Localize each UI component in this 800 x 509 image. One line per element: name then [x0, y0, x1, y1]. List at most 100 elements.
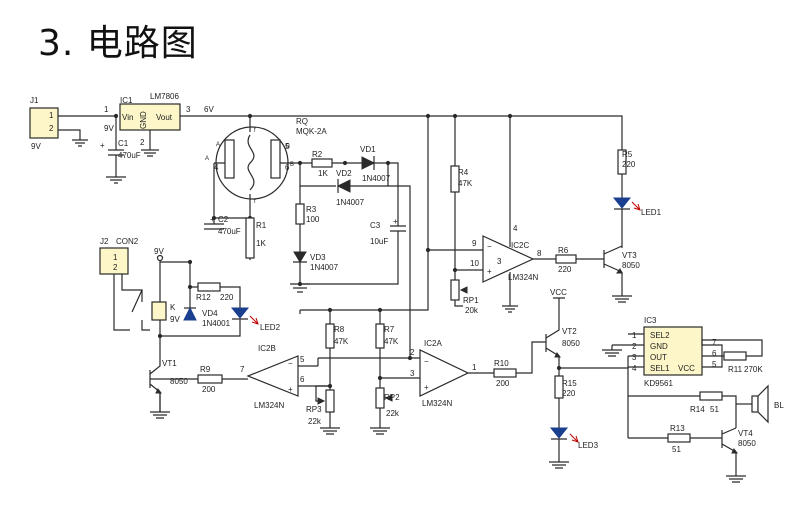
vt3-ref: VT3 — [622, 251, 637, 260]
resistor-r11: R11 270K — [723, 351, 763, 374]
ic2a-minus-sign: − — [424, 357, 429, 366]
r4-value: 47K — [458, 179, 473, 188]
transistor-vt1: VT1 8050 — [149, 359, 198, 419]
led2-label: LED2 — [260, 323, 281, 332]
resistor-r15: R15 220 — [554, 368, 577, 399]
relay-supply: 9V — [154, 247, 164, 256]
ic1-vin: Vin — [122, 113, 133, 122]
c3-plus: + — [393, 217, 398, 226]
diode-vd1: VD1 1N4007 — [360, 145, 391, 183]
pot-rp2: RP2 22k — [370, 387, 400, 435]
j2-name: CON2 — [116, 237, 139, 246]
ic2b-minus-sign: − — [288, 359, 293, 368]
ic2a-pin3: 3 — [410, 369, 415, 378]
ic2b-part: LM324N — [254, 401, 284, 410]
diode-vd2: VD2 1N4007 — [336, 169, 365, 207]
ic2b-pin6: 6 — [300, 375, 305, 384]
r14-ref: R14 — [690, 405, 705, 414]
vt1-part: 8050 — [170, 377, 188, 386]
c2-plus: + — [210, 215, 215, 224]
ic2b-pin7: 7 — [240, 365, 245, 374]
ic3-num-7: 7 — [712, 338, 717, 347]
relay-ref: K — [170, 303, 176, 312]
sound-chip-ic3: IC3 SEL2 GND OUT SEL1 VCC KD9561 1 2 3 4… — [632, 316, 717, 388]
pot-rp1: RP1 20k — [450, 270, 479, 315]
vt3-part: 8050 — [622, 261, 640, 270]
rq-node-5: 5 — [285, 142, 290, 151]
ic2c-pin8: 8 — [537, 249, 542, 258]
ic3-num-1: 1 — [632, 331, 637, 340]
vt2-ref: VT2 — [562, 327, 577, 336]
capacitor-c1: + C1 470uF — [100, 116, 141, 184]
led1: LED1 — [612, 174, 662, 248]
ic2a-ref: IC2A — [424, 339, 442, 348]
ic1-ref: IC1 — [120, 96, 133, 105]
vd4-ref: VD4 — [202, 309, 218, 318]
page-title: 3. 电路图 — [38, 23, 198, 64]
transistor-vt3: VT3 8050 — [603, 245, 640, 303]
c3-value: 10uF — [370, 237, 388, 246]
r3-value: 100 — [306, 215, 320, 224]
c2-value: 470uF — [218, 227, 241, 236]
r12-ref: R12 — [196, 293, 211, 302]
r13-value: 51 — [672, 445, 681, 454]
vt1-ref: VT1 — [162, 359, 177, 368]
ic2a-pin2: 2 — [410, 348, 415, 357]
diode-vd3: VD3 1N4007 — [293, 224, 339, 284]
r7-value: 47K — [384, 337, 399, 346]
j1-net-1: 1 — [104, 105, 109, 114]
relay-k: 9V K 9V — [151, 247, 191, 337]
rq-pin-f: f — [254, 128, 256, 134]
rq-node-4: 4 — [214, 163, 219, 172]
opamp-ic2b: − + IC2B LM324N 5 6 7 — [240, 344, 305, 410]
opamp-ic2c: − + IC2C LM324N 9 10 8 4 3 — [470, 224, 542, 283]
ic3-pin-gnd: GND — [650, 342, 668, 351]
r8-value: 47K — [334, 337, 349, 346]
r15-ref: R15 — [562, 379, 577, 388]
resistor-r6: R6 220 — [555, 246, 577, 274]
j1-pin2: 2 — [49, 124, 54, 133]
c1-value: 470uF — [118, 151, 141, 160]
j1-net-9v: 9V — [104, 124, 114, 133]
r13-ref: R13 — [670, 424, 685, 433]
resistor-r2: R2 1K — [311, 150, 333, 178]
opamp-ic2a: − + IC2A LM324N 2 3 1 — [410, 339, 477, 408]
c1-ref: C1 — [118, 139, 129, 148]
rp2-value: 22k — [386, 409, 400, 418]
j2-pin2: 2 — [113, 263, 118, 272]
vt4-part: 8050 — [738, 439, 756, 448]
led3: LED3 — [549, 398, 599, 469]
capacitor-c3: + C3 10uF — [300, 217, 406, 285]
rp1-value: 20k — [465, 306, 479, 315]
led3-label: LED3 — [578, 441, 599, 450]
led1-label: LED1 — [641, 208, 662, 217]
ic3-num-4: 4 — [632, 364, 637, 373]
r10-value: 200 — [496, 379, 510, 388]
ic1-part: LM7806 — [150, 92, 179, 101]
ic1-pin3: 3 — [186, 105, 191, 114]
resistor-r7: R7 47K — [375, 323, 399, 349]
rp1-ref: RP1 — [463, 296, 479, 305]
vd3-ref: VD3 — [310, 253, 326, 262]
speaker-label: BL — [774, 401, 784, 410]
ic1-gnd: GND — [139, 111, 148, 129]
vd2-part: 1N4007 — [336, 198, 365, 207]
r9-value: 200 — [202, 385, 216, 394]
r8-ref: R8 — [334, 325, 345, 334]
rp3-ref: RP3 — [306, 405, 322, 414]
ic2c-ref: IC2C — [511, 241, 529, 250]
r1-ref: R1 — [256, 221, 267, 230]
rail-6v: 6V — [204, 105, 214, 114]
rq-pin-a2: A — [205, 156, 209, 162]
ic2c-pin4: 4 — [513, 224, 518, 233]
rq-pin-b: B — [286, 144, 290, 150]
r10-ref: R10 — [494, 359, 509, 368]
ic2b-pin5: 5 — [300, 355, 305, 364]
resistor-r5: R5 220 — [617, 149, 636, 175]
r1-value: 1K — [256, 239, 266, 248]
ic2c-pin3: 3 — [497, 257, 502, 266]
rq-pin-b2: B — [290, 162, 294, 168]
rq-pin-a: A — [216, 142, 220, 148]
